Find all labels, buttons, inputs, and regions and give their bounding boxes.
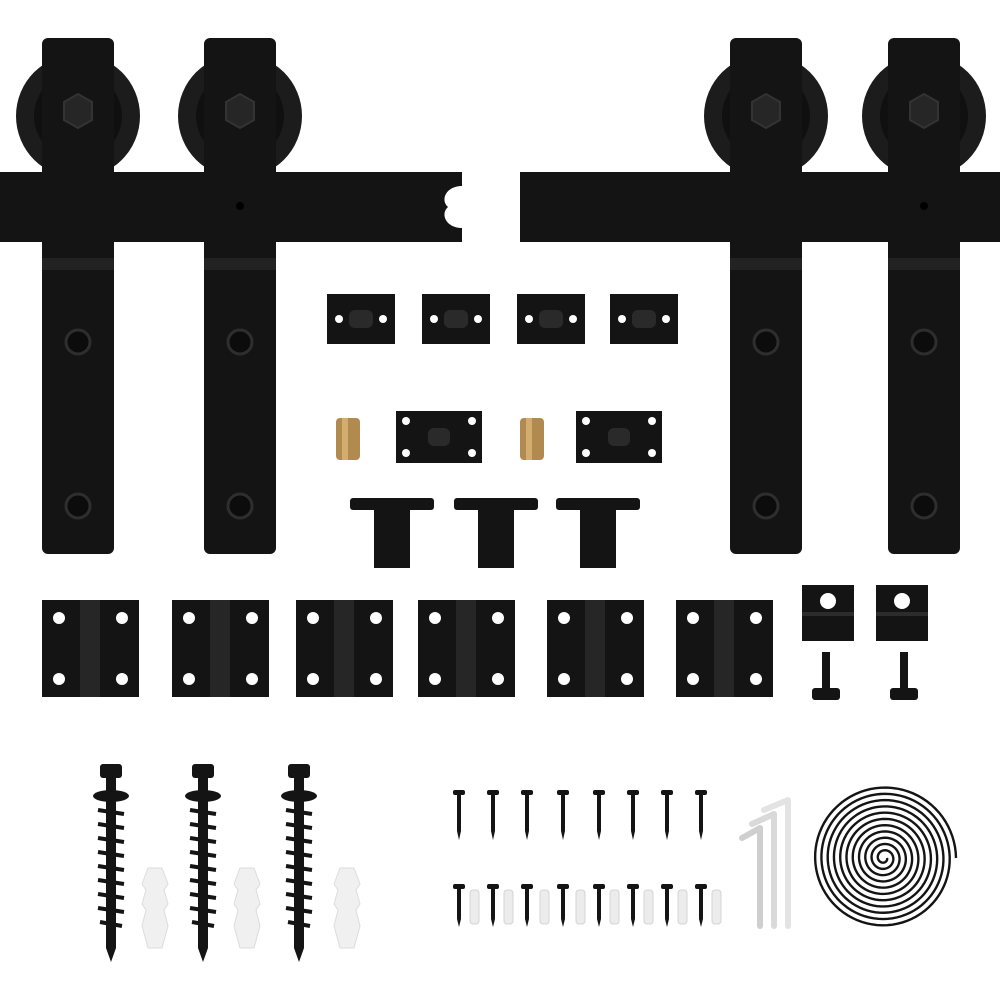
wood-screw [453, 790, 465, 840]
end-stopper [556, 498, 640, 568]
wall-spacer-bracket [327, 294, 395, 344]
door-hinge [418, 600, 515, 697]
screw-anchor [677, 889, 688, 925]
wood-screw [521, 884, 533, 927]
screw-anchor [609, 889, 620, 925]
lag-bolt [93, 764, 129, 962]
floor-guide [802, 585, 854, 641]
roller-hanger [862, 38, 986, 554]
roller-hanger [16, 38, 140, 554]
wall-spacer-bracket [422, 294, 490, 344]
wood-screw [695, 884, 707, 927]
screw-anchor [643, 889, 654, 925]
screw-anchor [575, 889, 586, 925]
wall-spacer-bracket [610, 294, 678, 344]
wall-anchor [233, 867, 261, 949]
floor-guide [876, 585, 928, 641]
spiral-spring [813, 786, 958, 927]
wall-anchor [333, 867, 361, 949]
roller-hanger [178, 38, 302, 554]
door-hinge [296, 600, 393, 697]
hex-key [749, 811, 777, 929]
brass-spacer [336, 418, 360, 460]
screw-anchor [539, 889, 550, 925]
lag-bolt [185, 764, 221, 962]
anti-jump-block [576, 411, 662, 463]
floor-guide-screw [890, 652, 918, 700]
wood-screw [487, 790, 499, 840]
end-stopper [350, 498, 434, 568]
wall-anchor [141, 867, 169, 949]
end-stopper [454, 498, 538, 568]
screw-anchor [469, 889, 480, 925]
door-hinge [676, 600, 773, 697]
door-hinge [172, 600, 269, 697]
wood-screw [487, 884, 499, 927]
wood-screw [453, 884, 465, 927]
wood-screw [695, 790, 707, 840]
anti-jump-block [396, 411, 482, 463]
hex-key [761, 797, 791, 929]
wood-screw [593, 790, 605, 840]
brass-spacer [520, 418, 544, 460]
screw-anchor [711, 889, 722, 925]
wood-screw [521, 790, 533, 840]
wood-screw [661, 790, 673, 840]
lag-bolt [281, 764, 317, 962]
door-hinge [547, 600, 644, 697]
roller-hanger [704, 38, 828, 554]
screw-anchor [503, 889, 514, 925]
floor-guide-screw [812, 652, 840, 700]
door-hinge [42, 600, 139, 697]
wood-screw [661, 884, 673, 927]
wood-screw [627, 790, 639, 840]
hex-key [739, 825, 763, 929]
wood-screw [593, 884, 605, 927]
wood-screw [557, 884, 569, 927]
wall-spacer-bracket [517, 294, 585, 344]
rail-joint-connector [444, 172, 520, 242]
wood-screw [627, 884, 639, 927]
wood-screw [557, 790, 569, 840]
